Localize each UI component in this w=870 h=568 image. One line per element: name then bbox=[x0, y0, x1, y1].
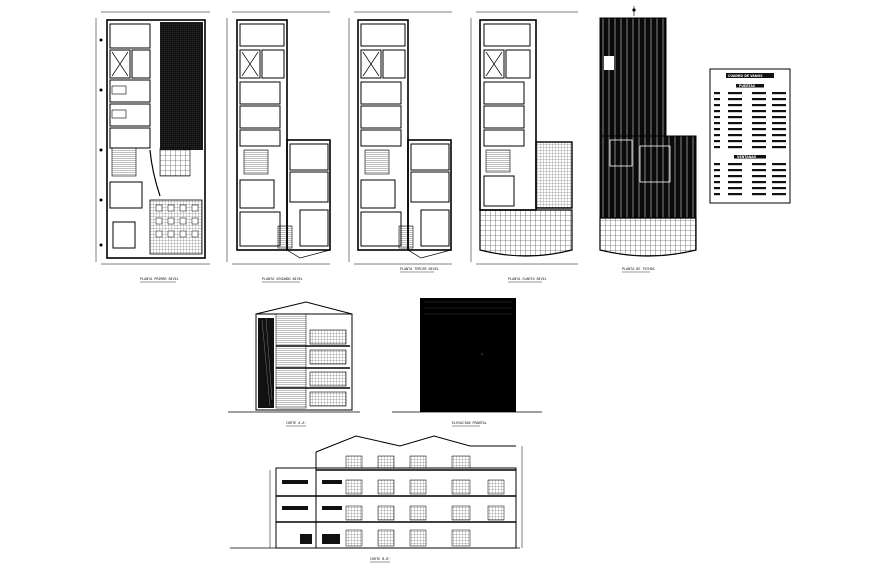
floor-plan-2: PLANTA SEGUNDO NIVEL bbox=[226, 11, 331, 283]
floor-plan-1: PLANTA PRIMER NIVEL bbox=[95, 11, 210, 283]
front-elevation: ELEVACION FRONTAL bbox=[392, 298, 542, 427]
section-a-caption: CORTE A-A' bbox=[286, 421, 306, 425]
schedule-title: CUADRO DE VANOS bbox=[728, 74, 763, 78]
floor-plan-4: PLANTA CUARTO NIVEL bbox=[470, 11, 578, 283]
front-elevation-caption: ELEVACION FRONTAL bbox=[452, 421, 487, 425]
section-b-caption: CORTE B-B' bbox=[370, 557, 390, 561]
section-a: CORTE A-A' bbox=[228, 301, 360, 427]
plan-2-caption: PLANTA SEGUNDO NIVEL bbox=[262, 277, 303, 281]
roof-plan-caption: PLANTA DE TECHOS bbox=[622, 267, 655, 271]
plan-3-caption: PLANTA TERCER NIVEL bbox=[400, 267, 439, 271]
floor-plan-3: PLANTA TERCER NIVEL bbox=[348, 11, 452, 273]
plan-4-caption: PLANTA CUARTO NIVEL bbox=[508, 277, 547, 281]
schedule-subheader-windows: VENTANAS bbox=[737, 155, 757, 159]
schedule-subheader-doors: PUERTAS bbox=[739, 84, 756, 88]
door-window-schedule-table: CUADRO DE VANOS PUERTAS VENTANAS bbox=[709, 68, 791, 204]
section-b: CORTE B-B' bbox=[230, 435, 523, 563]
roof-plan: PLANTA DE TECHOS bbox=[599, 6, 697, 273]
plan-1-caption: PLANTA PRIMER NIVEL bbox=[140, 277, 179, 281]
